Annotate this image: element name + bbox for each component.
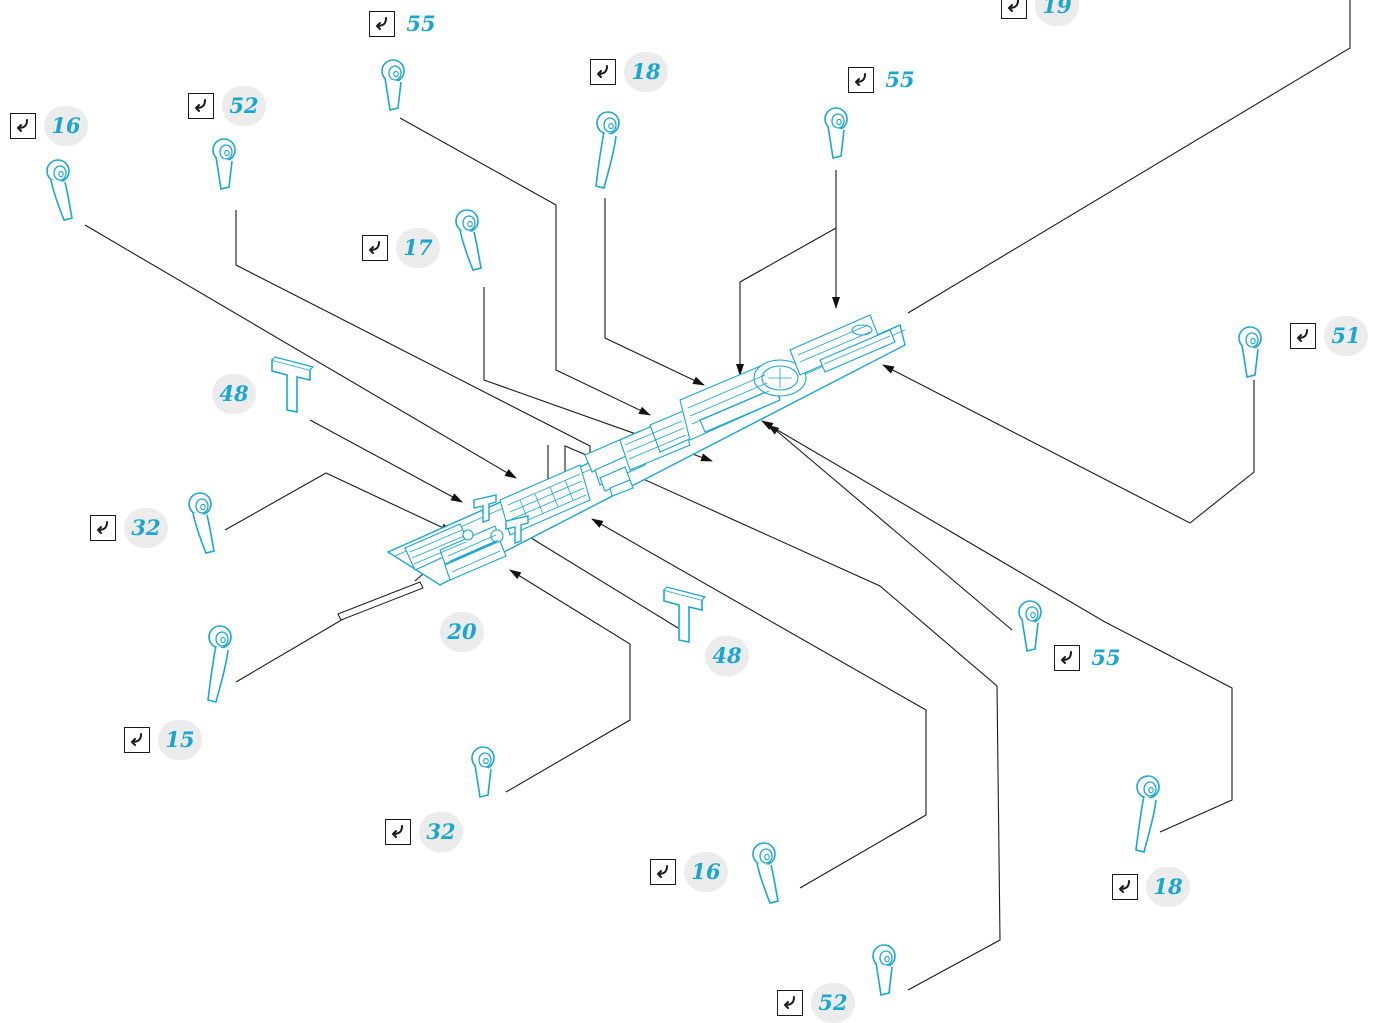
- leader-line: [907, 0, 1351, 314]
- leader-line: [517, 529, 679, 629]
- callout-c32a: 32: [90, 508, 170, 548]
- callout-c19: 19: [1001, 0, 1081, 26]
- leader-line: [761, 420, 1233, 833]
- part-number: 17: [396, 228, 440, 268]
- leader-line: [591, 518, 927, 889]
- check-square-icon[interactable]: [124, 727, 150, 753]
- check-square-icon[interactable]: [369, 11, 395, 37]
- thin-strip: [337, 581, 424, 621]
- leader-line: [235, 210, 1001, 991]
- check-square-icon[interactable]: [362, 235, 388, 261]
- callout-c18a: 18: [590, 52, 670, 92]
- bubble-b48b: 48: [705, 636, 749, 676]
- part-number: 51: [1324, 316, 1368, 356]
- leader-line: [399, 117, 651, 416]
- leader-line: [505, 569, 631, 793]
- check-square-icon[interactable]: [1054, 645, 1080, 671]
- part-number: 16: [44, 106, 88, 146]
- leader-line: [309, 419, 463, 503]
- check-square-icon[interactable]: [90, 515, 116, 541]
- callout-c55c: 55: [1054, 638, 1134, 678]
- check-square-icon[interactable]: [1112, 874, 1138, 900]
- check-square-icon[interactable]: [10, 113, 36, 139]
- leader-line: [84, 224, 517, 479]
- callout-c18b: 18: [1112, 867, 1192, 907]
- check-square-icon[interactable]: [188, 93, 214, 119]
- t-bracket-small: [473, 494, 529, 544]
- check-square-icon[interactable]: [385, 819, 411, 845]
- callout-c52a: 52: [188, 86, 268, 126]
- part-number: 52: [222, 86, 266, 126]
- check-square-icon[interactable]: [777, 990, 803, 1016]
- leader-line: [224, 472, 453, 533]
- check-square-icon[interactable]: [650, 859, 676, 885]
- decal-sheet: [386, 314, 906, 586]
- leader-line: [235, 614, 351, 683]
- part-number: 55: [885, 67, 915, 92]
- callout-c32b: 32: [385, 812, 465, 852]
- callout-c52b: 52: [777, 983, 857, 1023]
- bubble-b48a: 48: [212, 374, 256, 414]
- part-number: 15: [158, 720, 202, 760]
- check-square-icon[interactable]: [590, 59, 616, 85]
- leader-line: [736, 227, 837, 376]
- bubble-b20: 20: [440, 612, 484, 652]
- part-number: 18: [1146, 867, 1190, 907]
- check-square-icon[interactable]: [1290, 323, 1316, 349]
- part-number: 19: [1035, 0, 1079, 26]
- leader-line: [882, 364, 1255, 524]
- check-square-icon[interactable]: [848, 67, 874, 93]
- part-number: 55: [406, 11, 436, 36]
- part-number: 32: [124, 508, 168, 548]
- part-number: 55: [1091, 645, 1121, 670]
- callout-c55b: 55: [848, 60, 928, 100]
- callout-c51: 51: [1290, 316, 1370, 356]
- callout-c15: 15: [124, 720, 204, 760]
- callout-c16a: 16: [10, 106, 90, 146]
- leader-line: [767, 424, 1013, 631]
- part-number: 16: [684, 852, 728, 892]
- leader-line: [604, 198, 705, 386]
- callout-c55a: 55: [369, 4, 449, 44]
- part-number: 18: [624, 52, 668, 92]
- callout-c17: 17: [362, 228, 442, 268]
- callout-c16b: 16: [650, 852, 730, 892]
- part-number: 32: [419, 812, 463, 852]
- part-number: 52: [811, 983, 855, 1023]
- check-square-icon[interactable]: [1001, 0, 1027, 19]
